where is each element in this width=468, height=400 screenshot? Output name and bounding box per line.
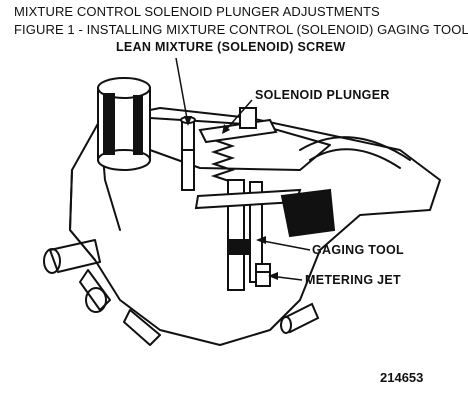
solenoid-plunger-label: SOLENOID PLUNGER bbox=[255, 88, 390, 102]
diagram-title: MIXTURE CONTROL SOLENOID PLUNGER ADJUSTM… bbox=[14, 4, 380, 19]
lean-mixture-screw-label: LEAN MIXTURE (SOLENOID) SCREW bbox=[116, 40, 346, 54]
lean-screw-arrow bbox=[175, 57, 189, 125]
plunger-arrow bbox=[223, 99, 253, 133]
choke-flap bbox=[280, 188, 336, 238]
plunger-spring bbox=[210, 139, 236, 183]
carburetor-body bbox=[69, 107, 441, 346]
figure-number: 214653 bbox=[380, 370, 424, 385]
gaging-tool-arrow bbox=[257, 239, 311, 251]
metering-jet-label: METERING JET bbox=[305, 273, 401, 287]
figure-caption: FIGURE 1 - INSTALLING MIXTURE CONTROL (S… bbox=[14, 22, 468, 37]
solenoid-plunger bbox=[198, 107, 278, 144]
callout-arrows bbox=[175, 57, 311, 281]
solenoid-housing bbox=[97, 77, 151, 171]
gaging-tool bbox=[194, 179, 302, 291]
idle-screw bbox=[280, 302, 320, 334]
gaging-tool-label: GAGING TOOL bbox=[312, 243, 404, 257]
metering-jet bbox=[255, 263, 271, 287]
fuel-inlet-fitting bbox=[49, 239, 101, 273]
lean-mixture-screw bbox=[180, 116, 196, 191]
